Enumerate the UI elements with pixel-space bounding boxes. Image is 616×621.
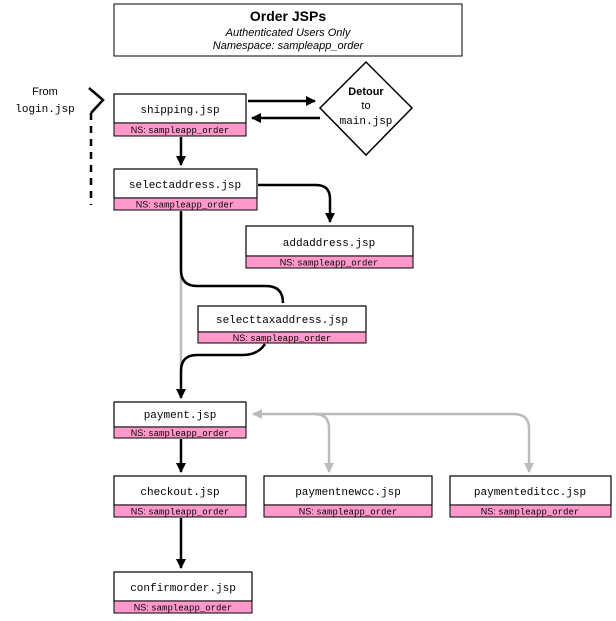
- entry-chevron: [88, 87, 105, 114]
- node-namespace: NS: sampleapp_order: [481, 507, 580, 518]
- node-label: checkout.jsp: [140, 487, 219, 499]
- detour-diamond[interactable]: Detour to main.jsp: [318, 60, 414, 157]
- diagram-title: Order JSPs: [250, 8, 326, 24]
- node-shipping[interactable]: shipping.jsp NS: sampleapp_order: [113, 93, 247, 137]
- detour-page: main.jsp: [340, 116, 393, 128]
- node-confirmorder[interactable]: confirmorder.jsp NS: sampleapp_order: [113, 571, 253, 614]
- node-namespace: NS: sampleapp_order: [299, 507, 398, 518]
- node-namespace: NS: sampleapp_order: [131, 428, 230, 439]
- node-namespace: NS: sampleapp_order: [131, 507, 230, 518]
- node-label: shipping.jsp: [140, 105, 219, 117]
- node-label: selectaddress.jsp: [129, 180, 241, 192]
- diagram-subtitle-access: Authenticated Users Only: [225, 27, 352, 39]
- diagram-subtitle-namespace: Namespace: sampleapp_order: [213, 40, 365, 52]
- arrow-selectaddress-to-addaddress: [258, 183, 335, 223]
- connectors: [176, 96, 534, 569]
- header-box: Order JSPs Authenticated Users Only Name…: [113, 3, 463, 57]
- detour-title: Detour: [348, 86, 384, 98]
- node-checkout[interactable]: checkout.jsp NS: sampleapp_order: [113, 475, 247, 518]
- node-label: selecttaxaddress.jsp: [216, 315, 348, 327]
- node-label: addaddress.jsp: [283, 238, 375, 250]
- detour-to: to: [361, 100, 370, 112]
- node-label: paymenteditcc.jsp: [474, 487, 586, 499]
- node-namespace: NS: sampleapp_order: [134, 603, 233, 614]
- node-namespace: NS: sampleapp_order: [131, 125, 230, 136]
- arrow-payment-to-paymenteditcc-gray: [512, 412, 534, 473]
- node-namespace: NS: sampleapp_order: [136, 200, 235, 211]
- node-label: paymentnewcc.jsp: [295, 487, 401, 499]
- line-selectaddress-to-selecttaxaddress: [179, 211, 285, 304]
- node-addaddress[interactable]: addaddress.jsp NS: sampleapp_order: [245, 225, 414, 269]
- from-label: From: [32, 86, 58, 98]
- arrow-payment-to-paymentnewcc-gray: [313, 412, 334, 473]
- node-label: confirmorder.jsp: [130, 583, 236, 595]
- node-paymenteditcc[interactable]: paymenteditcc.jsp NS: sampleapp_order: [449, 475, 612, 518]
- from-page-label: login.jsp: [15, 104, 74, 116]
- node-namespace: NS: sampleapp_order: [233, 333, 332, 344]
- node-payment[interactable]: payment.jsp NS: sampleapp_order: [113, 401, 247, 439]
- node-selecttaxaddress[interactable]: selecttaxaddress.jsp NS: sampleapp_order: [197, 305, 367, 344]
- node-namespace: NS: sampleapp_order: [280, 258, 379, 269]
- from-login-entry: From login.jsp: [15, 86, 105, 205]
- node-paymentnewcc[interactable]: paymentnewcc.jsp NS: sampleapp_order: [263, 475, 433, 518]
- arrow-selecttaxaddress-to-payment: [176, 343, 267, 399]
- node-label: payment.jsp: [144, 410, 217, 422]
- node-selectaddress[interactable]: selectaddress.jsp NS: sampleapp_order: [113, 168, 258, 211]
